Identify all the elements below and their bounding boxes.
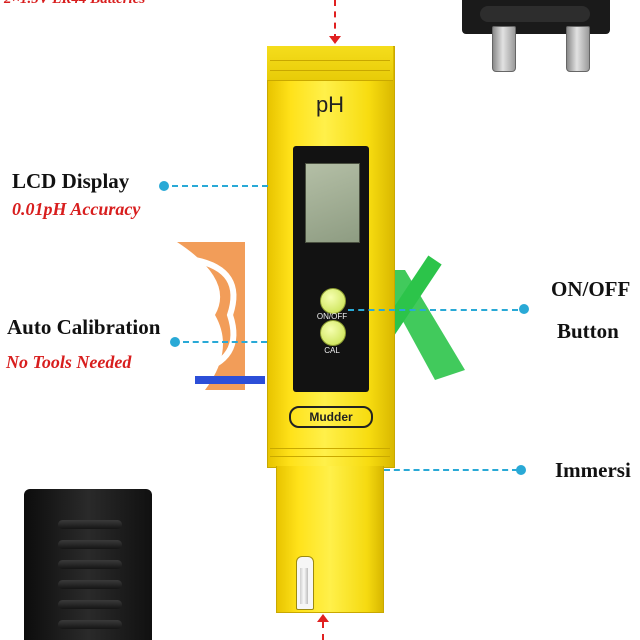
on-off-subtitle: Button	[557, 319, 619, 343]
auto-calibration-title: Auto Calibration	[7, 315, 161, 339]
lcd-callout-dot	[159, 181, 169, 191]
cap-rib	[58, 540, 122, 549]
lcd-screen	[305, 163, 360, 243]
on-off-button[interactable]	[320, 288, 346, 314]
battery-caption: 2×1.5V LR44 Batteries	[4, 0, 145, 8]
battery-prong-left	[492, 26, 516, 72]
probe-electrode	[300, 568, 308, 604]
on-off-label: ON/OFF	[316, 312, 348, 321]
ph-label: pH	[315, 92, 345, 117]
cap-rib	[58, 560, 122, 569]
immersion-callout-line	[384, 469, 518, 471]
lcd-display-title: LCD Display	[12, 169, 130, 193]
on-off-callout-dot	[519, 304, 529, 314]
battery-arrow-icon	[329, 36, 341, 44]
cal-label: CAL	[324, 346, 340, 355]
probe-pointer-line	[322, 622, 324, 640]
battery-slot	[480, 6, 590, 22]
on-off-callout-line	[348, 309, 518, 311]
auto-calibration-subtitle: No Tools Needed	[6, 352, 132, 372]
auto-callout-line	[183, 341, 267, 343]
cap-rib	[58, 520, 122, 529]
grip-line	[270, 456, 390, 457]
grip-line	[270, 60, 390, 61]
meter-probe	[276, 466, 384, 613]
grip-line	[270, 448, 390, 449]
auto-callout-dot	[170, 337, 180, 347]
lcd-display-subtitle: 0.01pH Accuracy	[12, 199, 141, 219]
lcd-callout-line	[172, 185, 268, 187]
immersion-title: Immersi	[555, 458, 631, 482]
brand-logo: Mudder	[289, 406, 373, 428]
on-off-title: ON/OFF	[551, 277, 631, 301]
cap-rib	[58, 600, 122, 609]
battery-prong-right	[566, 26, 590, 72]
cap-rib	[58, 580, 122, 589]
grip-line	[270, 70, 390, 71]
probe-arrow-icon	[317, 614, 329, 622]
cap-rib	[58, 620, 122, 629]
immersion-callout-dot	[516, 465, 526, 475]
battery-pointer-line	[334, 0, 336, 40]
cal-button[interactable]	[320, 320, 346, 346]
meter-cap-top	[267, 46, 393, 81]
